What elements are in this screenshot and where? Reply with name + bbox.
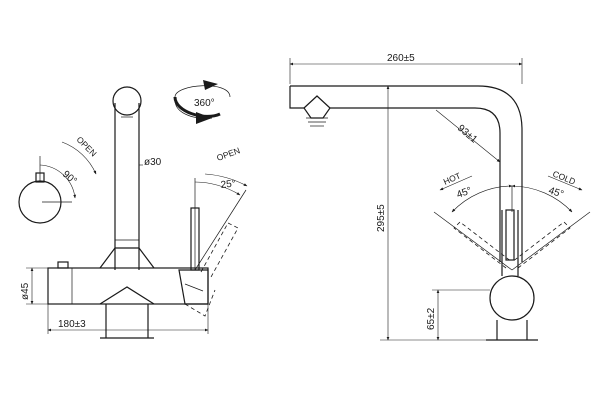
cold-label: COLD — [551, 169, 577, 187]
hot-angle-label: 45° — [455, 185, 473, 201]
cold-lever-position — [511, 211, 591, 271]
body-width-dimension: 180±3 — [47, 304, 209, 334]
arched-spout — [289, 85, 523, 262]
cold-angle-label: 45° — [547, 185, 565, 200]
rotation-icon: 360° — [173, 80, 231, 124]
spout-radius-dimension: 93±1 — [435, 109, 501, 163]
side-view: 45° 45° HOT COLD 93±1 260±5 295±5 — [289, 53, 591, 341]
body-diameter-dimension: ø45 — [20, 267, 48, 305]
total-reach-label: 260±5 — [387, 53, 415, 64]
body-diameter-label: ø45 — [20, 282, 31, 300]
total-height-dimension: 295±5 — [376, 85, 486, 341]
body-width-label: 180±3 — [58, 319, 86, 330]
knob-detail: 90° OPEN — [18, 134, 99, 224]
lever-angle-left-label: 90° — [60, 169, 79, 187]
spout-diameter-label: ø30 — [144, 157, 162, 168]
front-view: 25° OPEN 90° OPEN 360° ø30 — [18, 80, 248, 339]
lever-angle-right-label: 25° — [220, 178, 236, 191]
hot-lever-position — [433, 211, 513, 271]
lever-open-left-label: OPEN — [75, 134, 99, 158]
side-lever — [178, 207, 239, 317]
base-height-dimension: 65±2 — [426, 289, 490, 341]
total-reach-dimension: 260±5 — [289, 53, 523, 84]
side-body — [486, 209, 538, 341]
rotation-label: 360° — [194, 98, 215, 109]
hot-cold-angles: 45° 45° HOT COLD — [439, 169, 583, 213]
total-height-label: 295±5 — [376, 204, 387, 232]
hot-label: HOT — [442, 170, 462, 186]
lever-open-right-label: OPEN — [215, 145, 241, 163]
base-height-label: 65±2 — [426, 307, 437, 330]
right-lever-angle: 25° OPEN — [194, 145, 248, 271]
vertical-spout — [112, 86, 142, 270]
